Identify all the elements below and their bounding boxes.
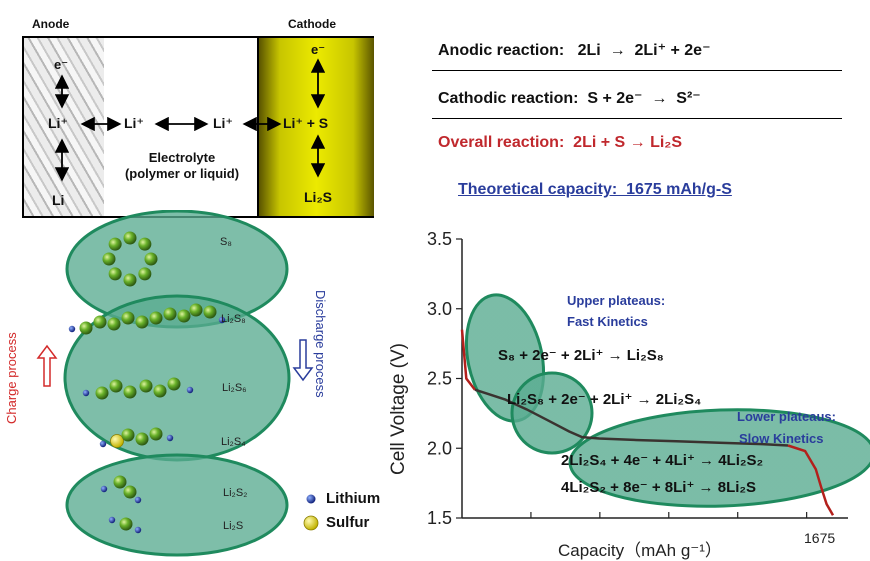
lithium-legend-dot: [306, 494, 316, 504]
cell-arrows: [54, 58, 326, 182]
upper-plateau-ellipse-2: [510, 371, 594, 455]
reaction-divider-1: [432, 70, 842, 71]
sulfur-atom: [138, 267, 152, 281]
cathode-label: Cathode: [288, 17, 336, 31]
species-li2s8: Li₂S₈: [221, 313, 246, 325]
species-li2s: Li₂S: [223, 520, 244, 532]
electrolyte-li-ion-right: Li⁺: [213, 115, 233, 131]
upper-plateau-title: Upper plateaus:: [567, 293, 666, 308]
sulfur-atom: [149, 311, 163, 325]
lithium-atom: [99, 440, 107, 448]
electrolyte-label: Electrolyte (polymer or liquid): [102, 150, 262, 182]
theoretical-capacity: Theoretical capacity: 1675 mAh/g-S: [458, 181, 732, 198]
overall-reaction: Overall reaction: 2Li + S → Li₂S: [438, 134, 683, 151]
species-li2s6: Li₂S₆: [222, 382, 247, 394]
lithium-atom: [100, 485, 108, 493]
sulfur-atom: [107, 317, 121, 331]
sulfur-atom: [177, 309, 191, 323]
y-tick-label: 3.5: [427, 229, 452, 249]
ellipse-final: [65, 453, 289, 557]
lithium-atom: [134, 526, 142, 534]
equation-2: Li₂S₈ + 2e⁻ + 2Li⁺ → 2Li₂S₄: [507, 391, 702, 408]
sulfur-atom: [123, 273, 137, 287]
species-li2s4: Li₂S₄: [221, 436, 246, 448]
sulfur-atom: [109, 379, 123, 393]
lithium-atom: [108, 516, 116, 524]
lower-plateau-title: Lower plateaus:: [737, 409, 836, 424]
sulfur-atom: [135, 432, 149, 446]
sulfur-atom: [153, 384, 167, 398]
anodic-reaction: Anodic reaction: 2Li → 2Li⁺ + 2e⁻: [438, 42, 711, 59]
lithium-atom: [134, 496, 142, 504]
lower-plateau-label: Lower plateaus: Slow Kinetics: [737, 406, 836, 450]
anode-label: Anode: [32, 17, 70, 31]
species-li2s2: Li₂S₂: [223, 487, 248, 499]
sulfur-atom: [167, 377, 181, 391]
lithium-atom: [186, 386, 194, 394]
lithium-metal: Li: [52, 192, 65, 208]
upper-plateau-kinetics: Fast Kinetics: [567, 314, 648, 329]
sulfur-legend-label: Sulfur: [326, 514, 370, 531]
reaction-divider-2: [432, 118, 842, 119]
upper-plateau-label: Upper plateaus: Fast Kinetics: [567, 290, 665, 332]
lower-plateau-kinetics: Slow Kinetics: [739, 431, 824, 446]
anode-electron: e⁻: [54, 57, 69, 72]
sulfur-atom: [135, 315, 149, 329]
sulfur-atom: [79, 321, 93, 335]
sulfur-atom: [113, 475, 127, 489]
y-tick-label: 1.5: [427, 508, 452, 528]
sulfur-atom: [163, 307, 177, 321]
equation-3: 2Li₂S₄ + 4e⁻ + 4Li⁺ → 4Li₂S₂: [561, 452, 764, 469]
curve-end-segment: [787, 444, 835, 516]
electrolyte-li-ion-left: Li⁺: [124, 115, 144, 131]
sulfur-atom: [95, 386, 109, 400]
species-s8: S₈: [220, 236, 232, 248]
anode-li-ion: Li⁺: [48, 115, 68, 131]
sulfur-atom: [102, 252, 116, 266]
sulfur-legend-dot: [303, 515, 319, 531]
x-axis-title: Capacity（mAh g⁻¹）: [558, 541, 722, 560]
equation-1: S₈ + 2e⁻ + 2Li⁺ → Li₂S₈: [498, 347, 664, 364]
sulfur-atom: [121, 428, 135, 442]
y-tick-label: 2.0: [427, 438, 452, 458]
sulfur-atom: [93, 315, 107, 329]
discharge-curve: [474, 388, 789, 447]
x-tick-1675: 1675: [804, 530, 836, 546]
cathode-electron: e⁻: [311, 42, 326, 57]
sulfur-atom: [139, 379, 153, 393]
sulfur-atom: [123, 385, 137, 399]
sulfur-atom: [123, 485, 137, 499]
cathodic-reaction: Cathodic reaction: S + 2e⁻ → S²⁻: [438, 90, 701, 107]
lithium-atom: [166, 434, 174, 442]
sulfur-atom: [203, 305, 217, 319]
cathode-product: Li₂S: [304, 189, 332, 205]
sulfur-atom: [108, 237, 122, 251]
curve-start-segment: [460, 329, 476, 391]
y-tick-label: 3.0: [427, 299, 452, 319]
lithium-legend-label: Lithium: [326, 490, 381, 507]
sulfur-atom: [149, 427, 163, 441]
lithium-atom: [82, 389, 90, 397]
discharge-arrow: [292, 339, 314, 382]
sulfur-atom: [121, 311, 135, 325]
lithium-atom: [68, 325, 76, 333]
sulfur-atom: [138, 237, 152, 251]
sulfur-atom-yellow: [110, 434, 124, 448]
voltage-chart: 1.5 2.0 2.5 3.0 3.5: [427, 229, 870, 528]
cathode-reactants: Li⁺ + S: [283, 115, 329, 131]
polysulfide-process: [36, 210, 319, 557]
y-tick-label: 2.5: [427, 369, 452, 389]
sulfur-atom: [123, 231, 137, 245]
electrolyte-line1: Electrolyte: [148, 150, 216, 165]
sulfur-atom: [119, 517, 133, 531]
sulfur-atom: [144, 252, 158, 266]
lithium-atom: [218, 316, 226, 324]
charge-arrow: [36, 344, 58, 387]
lower-plateau-ellipse: [568, 408, 870, 508]
sulfur-atom: [189, 303, 203, 317]
equation-4: 4Li₂S₂ + 8e⁻ + 8Li⁺ → 8Li₂S: [561, 479, 757, 496]
electrolyte-line2: (polymer or liquid): [124, 166, 240, 181]
sulfur-atom: [108, 267, 122, 281]
